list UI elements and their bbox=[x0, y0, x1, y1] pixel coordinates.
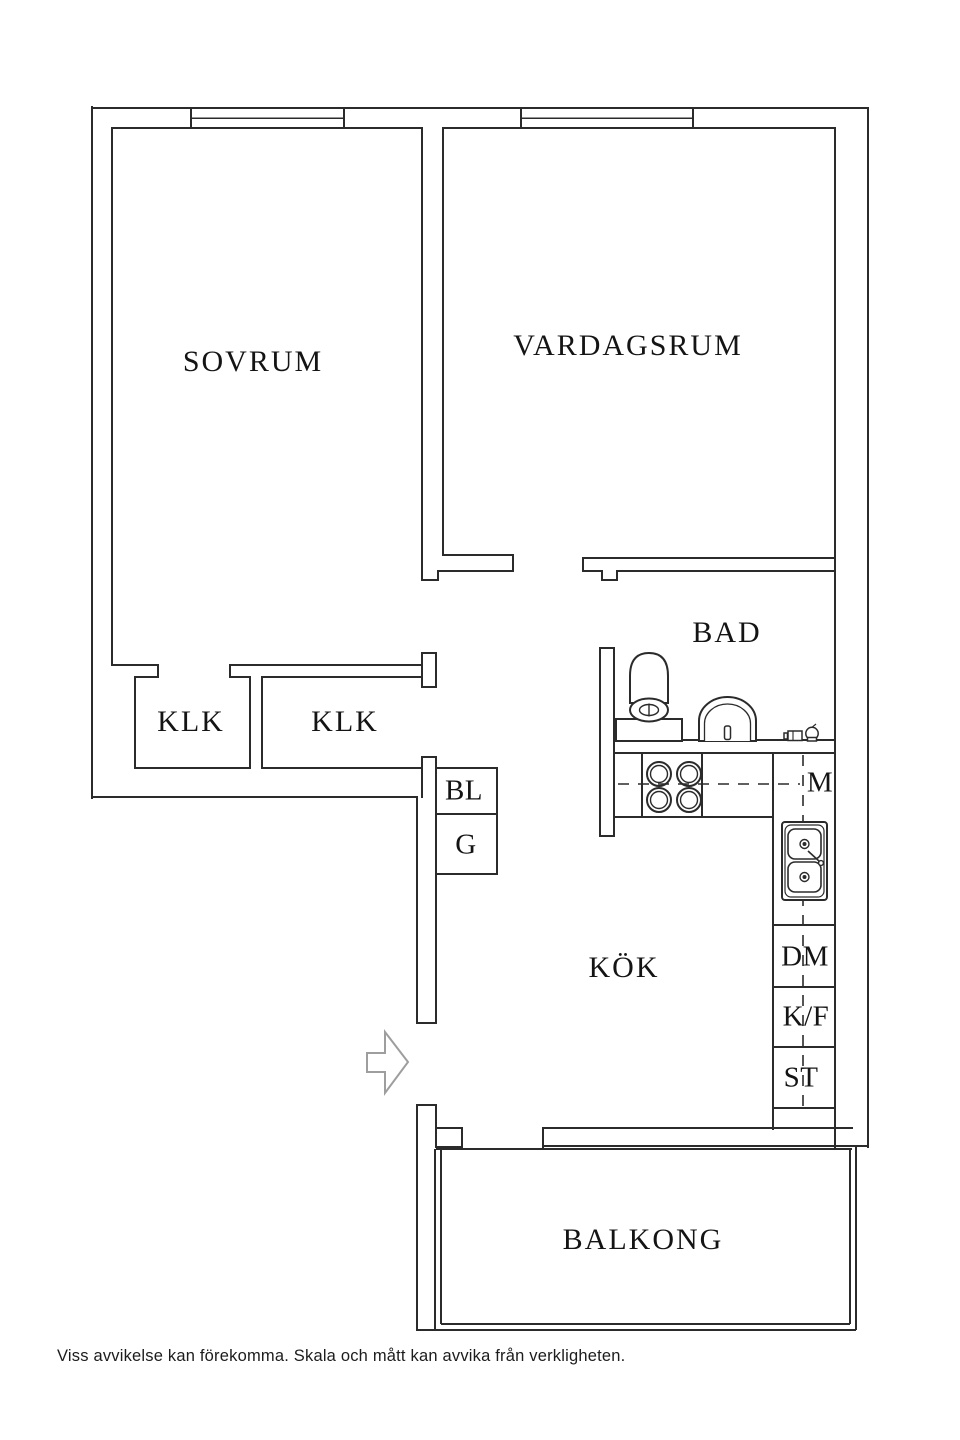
washer-valves-icon bbox=[783, 723, 819, 742]
window-icon-sovrum bbox=[190, 108, 345, 128]
room-label-bad: BAD bbox=[692, 616, 762, 649]
toilet-icon bbox=[615, 651, 683, 742]
disclaimer-text: Viss avvikelse kan förekomma. Skala och … bbox=[57, 1347, 626, 1365]
counter-centerlines bbox=[618, 755, 804, 1106]
room-label-klk-right: KLK bbox=[311, 705, 379, 738]
fixture-label-m: M bbox=[806, 766, 834, 799]
room-label-balkong: BALKONG bbox=[562, 1223, 724, 1256]
fixture-label-kf: K/F bbox=[782, 1000, 830, 1033]
window-icon-vardagsrum bbox=[520, 108, 694, 128]
room-label-klk-left: KLK bbox=[157, 705, 225, 738]
wall-lines bbox=[91, 106, 869, 1331]
fixture-label-g: G bbox=[455, 828, 477, 861]
fixture-label-bl: BL bbox=[444, 774, 484, 807]
fixture-label-st: ST bbox=[783, 1061, 819, 1094]
stove-icon bbox=[646, 761, 702, 813]
entrance-arrow-icon bbox=[366, 1029, 410, 1097]
room-label-kok: KÖK bbox=[588, 951, 660, 984]
balcony-railing bbox=[417, 1147, 857, 1331]
bathroom-sink-icon bbox=[698, 696, 757, 742]
room-label-sovrum: SOVRUM bbox=[182, 345, 324, 378]
room-label-vardagsrum: VARDAGSRUM bbox=[513, 329, 743, 362]
kitchen-sink-icon bbox=[781, 821, 828, 901]
fixture-label-dm: DM bbox=[781, 940, 829, 973]
